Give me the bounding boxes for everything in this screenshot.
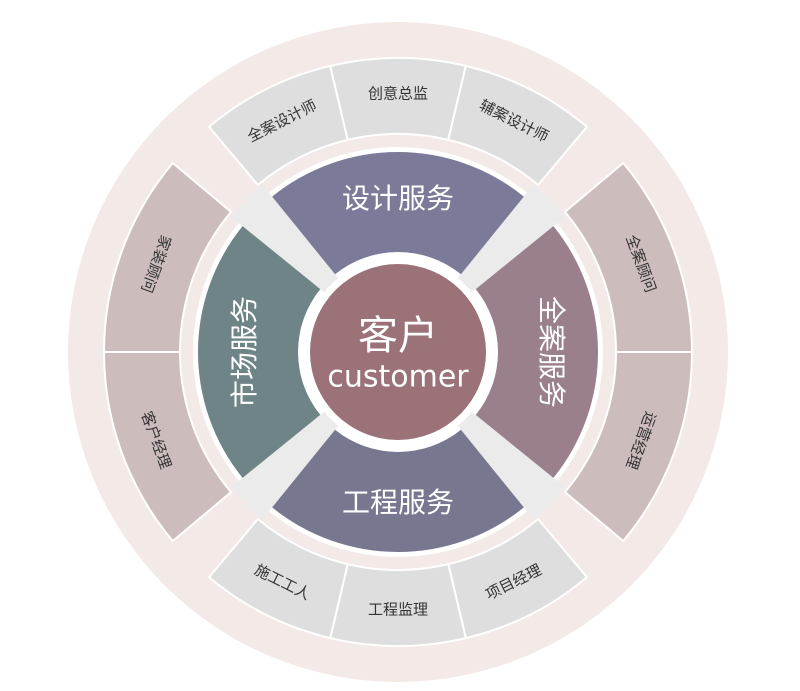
quadrant-divider	[457, 411, 566, 520]
role-segment	[563, 351, 694, 543]
center-circle	[310, 264, 486, 440]
service-label-market: 市场服务	[228, 296, 261, 408]
role-label: 创意总监	[368, 85, 428, 103]
service-label-engineering: 工程服务	[342, 486, 454, 519]
service-segment-engineering	[272, 429, 524, 552]
role-segment	[207, 517, 349, 640]
role-segment	[102, 161, 233, 353]
center-subtitle: customer	[327, 360, 469, 395]
service-segment-full	[475, 226, 598, 478]
quadrant-divider	[230, 184, 339, 293]
service-label-design: 设计服务	[342, 182, 454, 215]
quadrant-divider	[230, 411, 339, 520]
service-label-full: 全案服务	[535, 296, 568, 408]
role-segment	[447, 64, 589, 187]
role-label: 工程监理	[368, 601, 428, 619]
service-segment-market	[198, 226, 321, 478]
quadrant-divider	[457, 184, 566, 293]
center-title: 客户	[358, 313, 438, 359]
service-segment-design	[272, 152, 524, 275]
